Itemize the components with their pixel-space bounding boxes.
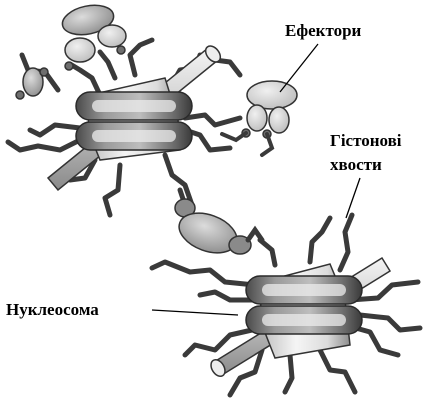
label-effectors-text: Ефектори [285,21,362,40]
label-effectors: Ефектори [280,21,362,92]
label-nucleosome: Нуклеосома [6,300,238,319]
label-histone-tails: Гістонові хвости [330,131,402,218]
effector-bridge [174,190,262,260]
leader-line-histone-tails [346,178,360,218]
nucleosome-top [8,40,240,215]
effector-cluster-top-left [16,1,126,99]
leader-line-nucleosome [152,310,238,315]
leader-line-effectors [280,44,318,92]
label-histone-tails-line2: хвости [330,155,382,174]
label-histone-tails-line1: Гістонові [330,131,402,150]
label-nucleosome-text: Нуклеосома [6,300,99,319]
